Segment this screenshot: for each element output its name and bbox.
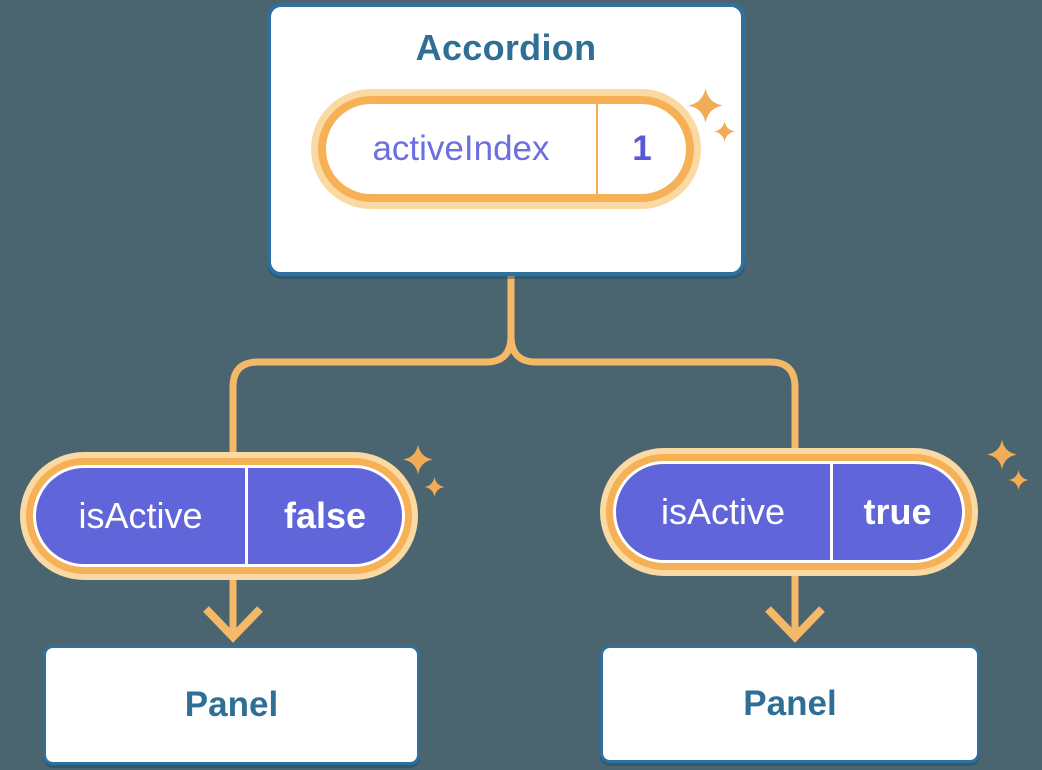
sparkle-icon xyxy=(403,444,433,475)
sparkle-icon xyxy=(688,88,723,123)
prop-pill-right: isActive true xyxy=(600,448,978,576)
branch-right-line xyxy=(507,335,799,636)
state-name: activeIndex xyxy=(372,129,550,168)
state-divider xyxy=(596,104,598,194)
prop-divider xyxy=(830,464,833,560)
prop-pill-glow: isActive false xyxy=(20,452,418,580)
accordion-card: Accordion activeIndex 1 xyxy=(267,3,745,276)
prop-pill: isActive true xyxy=(616,464,962,560)
prop-value: true xyxy=(863,491,932,532)
sparkle-icon xyxy=(987,439,1017,470)
prop-value: false xyxy=(283,495,367,536)
prop-pill-left: isActive false xyxy=(20,452,418,580)
prop-pill-ring: isActive true xyxy=(606,454,972,570)
arrowhead-right-icon xyxy=(765,606,825,643)
panel-card-right: Panel xyxy=(600,645,980,763)
state-pill: activeIndex 1 xyxy=(311,89,701,209)
panel-card-left: Panel xyxy=(43,645,420,765)
prop-pill-glow: isActive true xyxy=(600,448,978,576)
state-value: 1 xyxy=(632,129,652,168)
prop-pill-ring: isActive false xyxy=(26,458,412,574)
prop-pill: isActive false xyxy=(36,468,402,564)
sparkle-icon xyxy=(1008,470,1029,490)
accordion-title: Accordion xyxy=(415,27,597,68)
state-pill-ring: activeIndex 1 xyxy=(318,96,694,202)
prop-name: isActive xyxy=(78,495,203,536)
sparkle-icon xyxy=(714,121,735,142)
panel-label: Panel xyxy=(743,684,837,723)
branch-left-line xyxy=(229,335,515,636)
sparkle-icon xyxy=(424,477,445,497)
prop-divider xyxy=(245,468,248,564)
prop-name: isActive xyxy=(660,491,786,532)
panel-label: Panel xyxy=(184,685,279,724)
arrowhead-left-icon xyxy=(203,606,263,643)
